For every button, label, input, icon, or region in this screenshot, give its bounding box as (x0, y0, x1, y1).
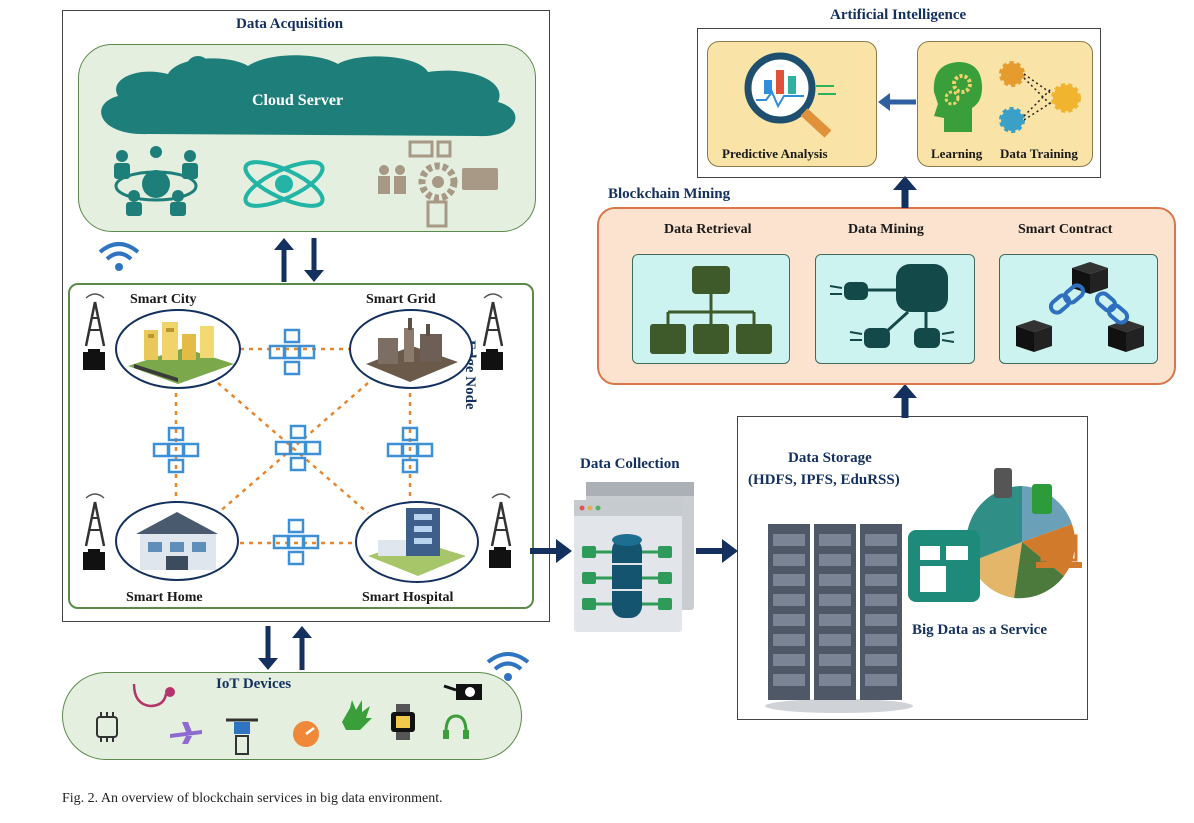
smartwatch-icon (391, 704, 415, 740)
cell-tower-icon (482, 293, 504, 347)
smart-home-icon (115, 501, 239, 581)
edge-node-panel (68, 283, 534, 609)
data-training-label: Data Training (1000, 146, 1078, 161)
smart-grid-icon (349, 309, 473, 389)
learning-label: Learning (931, 146, 983, 161)
airplane-icon (170, 722, 202, 744)
smart-hospital-icon (355, 501, 479, 583)
data-collection-label: Data Collection (580, 456, 680, 472)
ai-title: Artificial Intelligence (830, 7, 967, 23)
cloud-server-label: Cloud Server (252, 92, 344, 109)
blockchain-icon (386, 426, 434, 474)
acquisition-iot-arrows (258, 626, 312, 670)
wifi-icon (98, 242, 140, 271)
camera-icon (443, 684, 482, 700)
hierarchy-icon (650, 266, 772, 354)
stethoscope-icon (132, 683, 175, 708)
ai-box (697, 28, 1101, 178)
data-mining-card (815, 254, 975, 364)
cell-tower-icon (84, 293, 106, 347)
mining-item-label: Data Mining (848, 222, 924, 237)
predictive-analysis-label: Predictive Analysis (722, 146, 828, 161)
brain-head-icon (933, 62, 982, 132)
drone-icon (226, 718, 258, 755)
arrow-to-collection (530, 539, 572, 563)
database-server-icon (574, 482, 694, 632)
cell-tower-icon (84, 493, 106, 547)
cell-tower-icon (490, 493, 512, 547)
blockchain-mining-title: Blockchain Mining (608, 186, 731, 202)
blockchain-icon (274, 424, 322, 472)
data-acquisition-box (62, 10, 550, 622)
smart-hospital-label: Smart Hospital (362, 590, 454, 605)
edge-device-icon (83, 349, 105, 370)
wifi-icon (486, 652, 530, 681)
smart-city-icon (115, 309, 241, 389)
blockchain-icon (272, 518, 320, 566)
blockchain-icon (268, 328, 316, 376)
gears-network-icon (999, 61, 1081, 133)
iot-devices-label: IoT Devices (216, 676, 292, 692)
big-data-service-icon (908, 468, 1082, 602)
edge-connections (174, 347, 412, 545)
database-network-icon (829, 264, 955, 348)
data-storage-box (737, 416, 1088, 720)
data-storage-title: Data Storage (788, 450, 872, 466)
iot-chip-icon (96, 712, 118, 742)
magnifier-chart-icon (744, 52, 836, 138)
figure-caption: Fig. 2. An overview of blockchain servic… (62, 791, 443, 806)
cloud-icon (101, 55, 516, 137)
cloud-edge-arrows (274, 238, 324, 282)
edge-device-icon (83, 549, 105, 570)
chain-blocks-icon (1016, 262, 1144, 352)
smart-home-label: Smart Home (126, 590, 203, 605)
people-network-icon (114, 146, 198, 216)
speedometer-icon (293, 721, 319, 747)
gesture-hand-icon (342, 700, 372, 730)
arrow-left-icon (878, 93, 916, 111)
devices-gear-icon (378, 140, 498, 228)
data-storage-subtitle: (HDFS, IPFS, EduRSS) (748, 472, 900, 488)
mining-item-label: Data Retrieval (664, 222, 752, 237)
arrow-to-mining (893, 384, 917, 418)
data-acquisition-title: Data Acquisition (236, 16, 344, 32)
arrow-to-storage (696, 539, 738, 563)
big-data-service-label: Big Data as a Service (912, 622, 1047, 638)
smart-city-label: Smart City (130, 292, 197, 307)
mining-item-label: Smart Contract (1018, 222, 1113, 237)
edge-device-icon (489, 547, 511, 568)
edge-device-icon (481, 349, 503, 370)
arrow-to-ai (893, 176, 917, 208)
smart-grid-label: Smart Grid (366, 292, 436, 307)
orbit-icon (243, 160, 325, 208)
headset-icon (443, 714, 469, 739)
blockchain-icon (152, 426, 200, 474)
server-rack-icon (765, 524, 913, 713)
